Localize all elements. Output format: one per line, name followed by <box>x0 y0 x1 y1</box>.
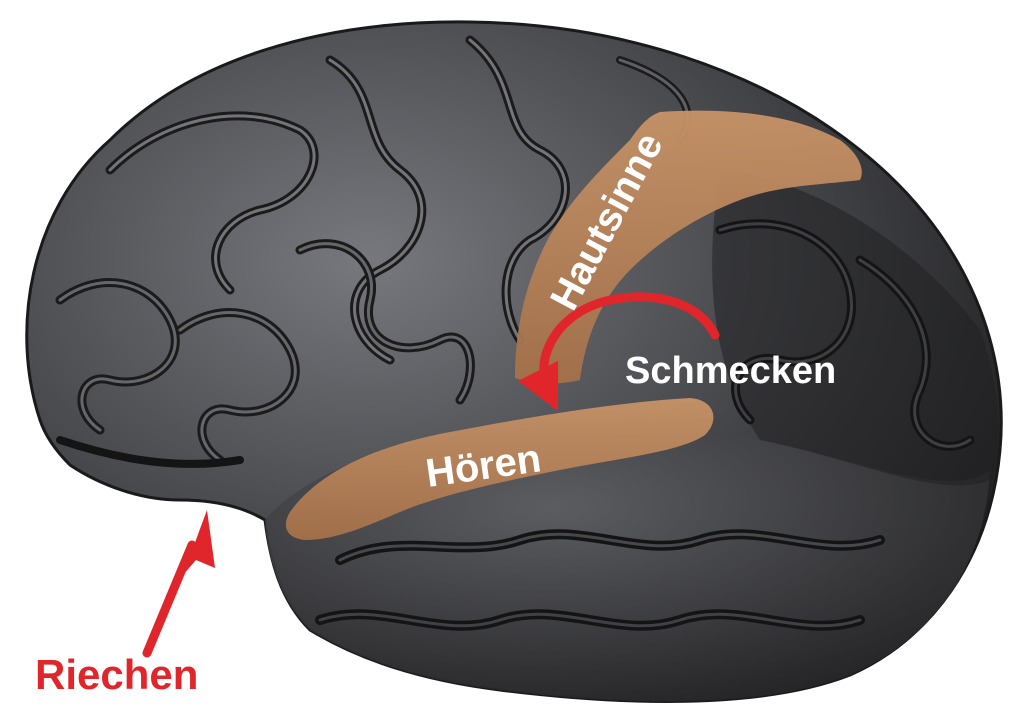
label-schmecken: Schmecken <box>625 350 836 392</box>
label-riechen: Riechen <box>35 651 198 698</box>
straight-arrow-icon <box>147 510 215 653</box>
